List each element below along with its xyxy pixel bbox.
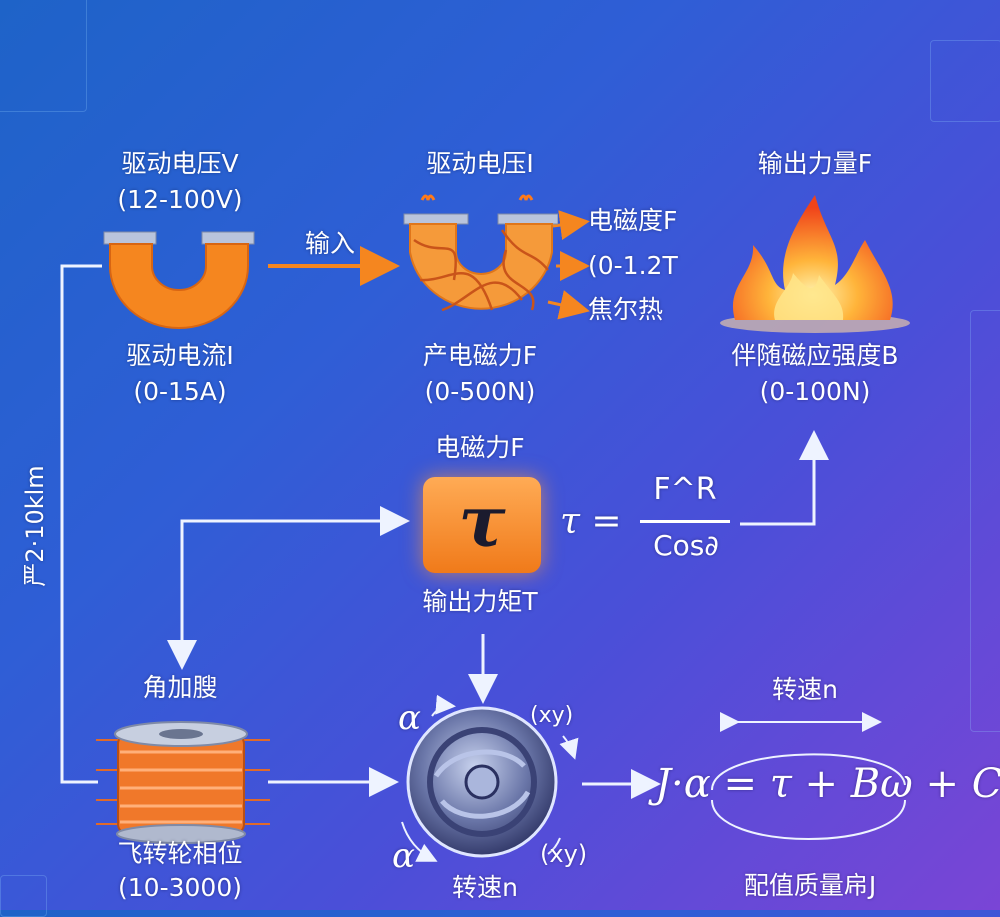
rotor-alpha-bottom: α xyxy=(392,836,415,876)
side-distance-label: 严2·10klm xyxy=(21,465,49,587)
drive-current-range: (0-15A) xyxy=(133,377,227,406)
rotor-disc-icon xyxy=(406,706,558,858)
input-label: 输入 xyxy=(304,229,355,258)
em-output-arrow-3 xyxy=(547,290,590,320)
em-force-title: 电磁力F xyxy=(435,433,525,462)
rotor-alpha-top: α xyxy=(398,698,421,738)
tau-symbol: τ xyxy=(458,480,506,563)
rotor-alpha-arrow-top xyxy=(431,694,456,717)
drive-voltage-range: (12-100V) xyxy=(117,185,243,214)
torque-title: 输出力矩T xyxy=(422,587,538,616)
rotor-xy-top: (xy) xyxy=(530,703,574,728)
flywheel-range: (10-3000) xyxy=(118,873,242,902)
bg-panel-top-right xyxy=(930,40,1000,122)
bg-panel-right xyxy=(970,310,1000,732)
horseshoe-magnet-icon xyxy=(103,231,255,329)
torque-formula-numerator: F^R xyxy=(653,472,717,507)
rotor-speed-label: 转速n xyxy=(452,873,518,902)
induced-field-title: 伴随磁应强度B xyxy=(731,341,899,370)
em-output-2: (0-1.2T xyxy=(588,251,678,280)
em-output-1: 电磁度F xyxy=(588,206,678,235)
bg-panel-top-left xyxy=(0,0,87,112)
flywheel-coil-icon xyxy=(96,721,270,844)
drive-voltage-2-title: 驱动电压I xyxy=(426,149,534,178)
torque-formula-bar xyxy=(640,520,730,523)
induced-field-range: (0-100N) xyxy=(759,377,871,406)
em-force-produced-title: 产电磁力F xyxy=(422,341,538,370)
formula-to-field-arrow xyxy=(740,430,829,526)
equation-bottom-label: 配值质量帍J xyxy=(743,871,877,900)
drive-voltage-title: 驱动电压V xyxy=(121,149,239,178)
em-output-3: 焦尔热 xyxy=(588,295,664,324)
tau-to-angular-accel-arrow xyxy=(167,519,405,670)
torque-formula-lhs: τ = xyxy=(560,501,622,542)
output-force-title: 输出力量F xyxy=(757,149,873,178)
em-force-produced-range: (0-500N) xyxy=(424,377,536,406)
coil-magnet-icon xyxy=(403,194,558,312)
flame-icon xyxy=(720,195,910,333)
angular-accel-title: 角加膄 xyxy=(142,673,218,702)
torque-formula-denominator: Cos∂ xyxy=(653,529,719,562)
left-loop-line xyxy=(60,264,102,784)
rotor-xy-bottom: (xy) xyxy=(540,840,588,868)
torque-symbol-box: τ xyxy=(423,477,541,573)
rotor-xy-arrow-bottom xyxy=(547,837,561,855)
rotor-alpha-arrow-bottom xyxy=(401,821,438,862)
drive-current-title: 驱动电流I xyxy=(126,341,234,370)
em-output-arrow-1 xyxy=(552,210,590,240)
rotor-xy-arrow-top xyxy=(559,735,579,760)
dynamics-equation: J·α = τ + Bω + C xyxy=(655,761,1000,807)
equation-speed-label: 转速n xyxy=(772,675,838,704)
equation-top-arc xyxy=(711,753,906,791)
flywheel-title: 飞转轮相位 xyxy=(117,839,243,868)
equation-bottom-arc xyxy=(711,799,906,840)
